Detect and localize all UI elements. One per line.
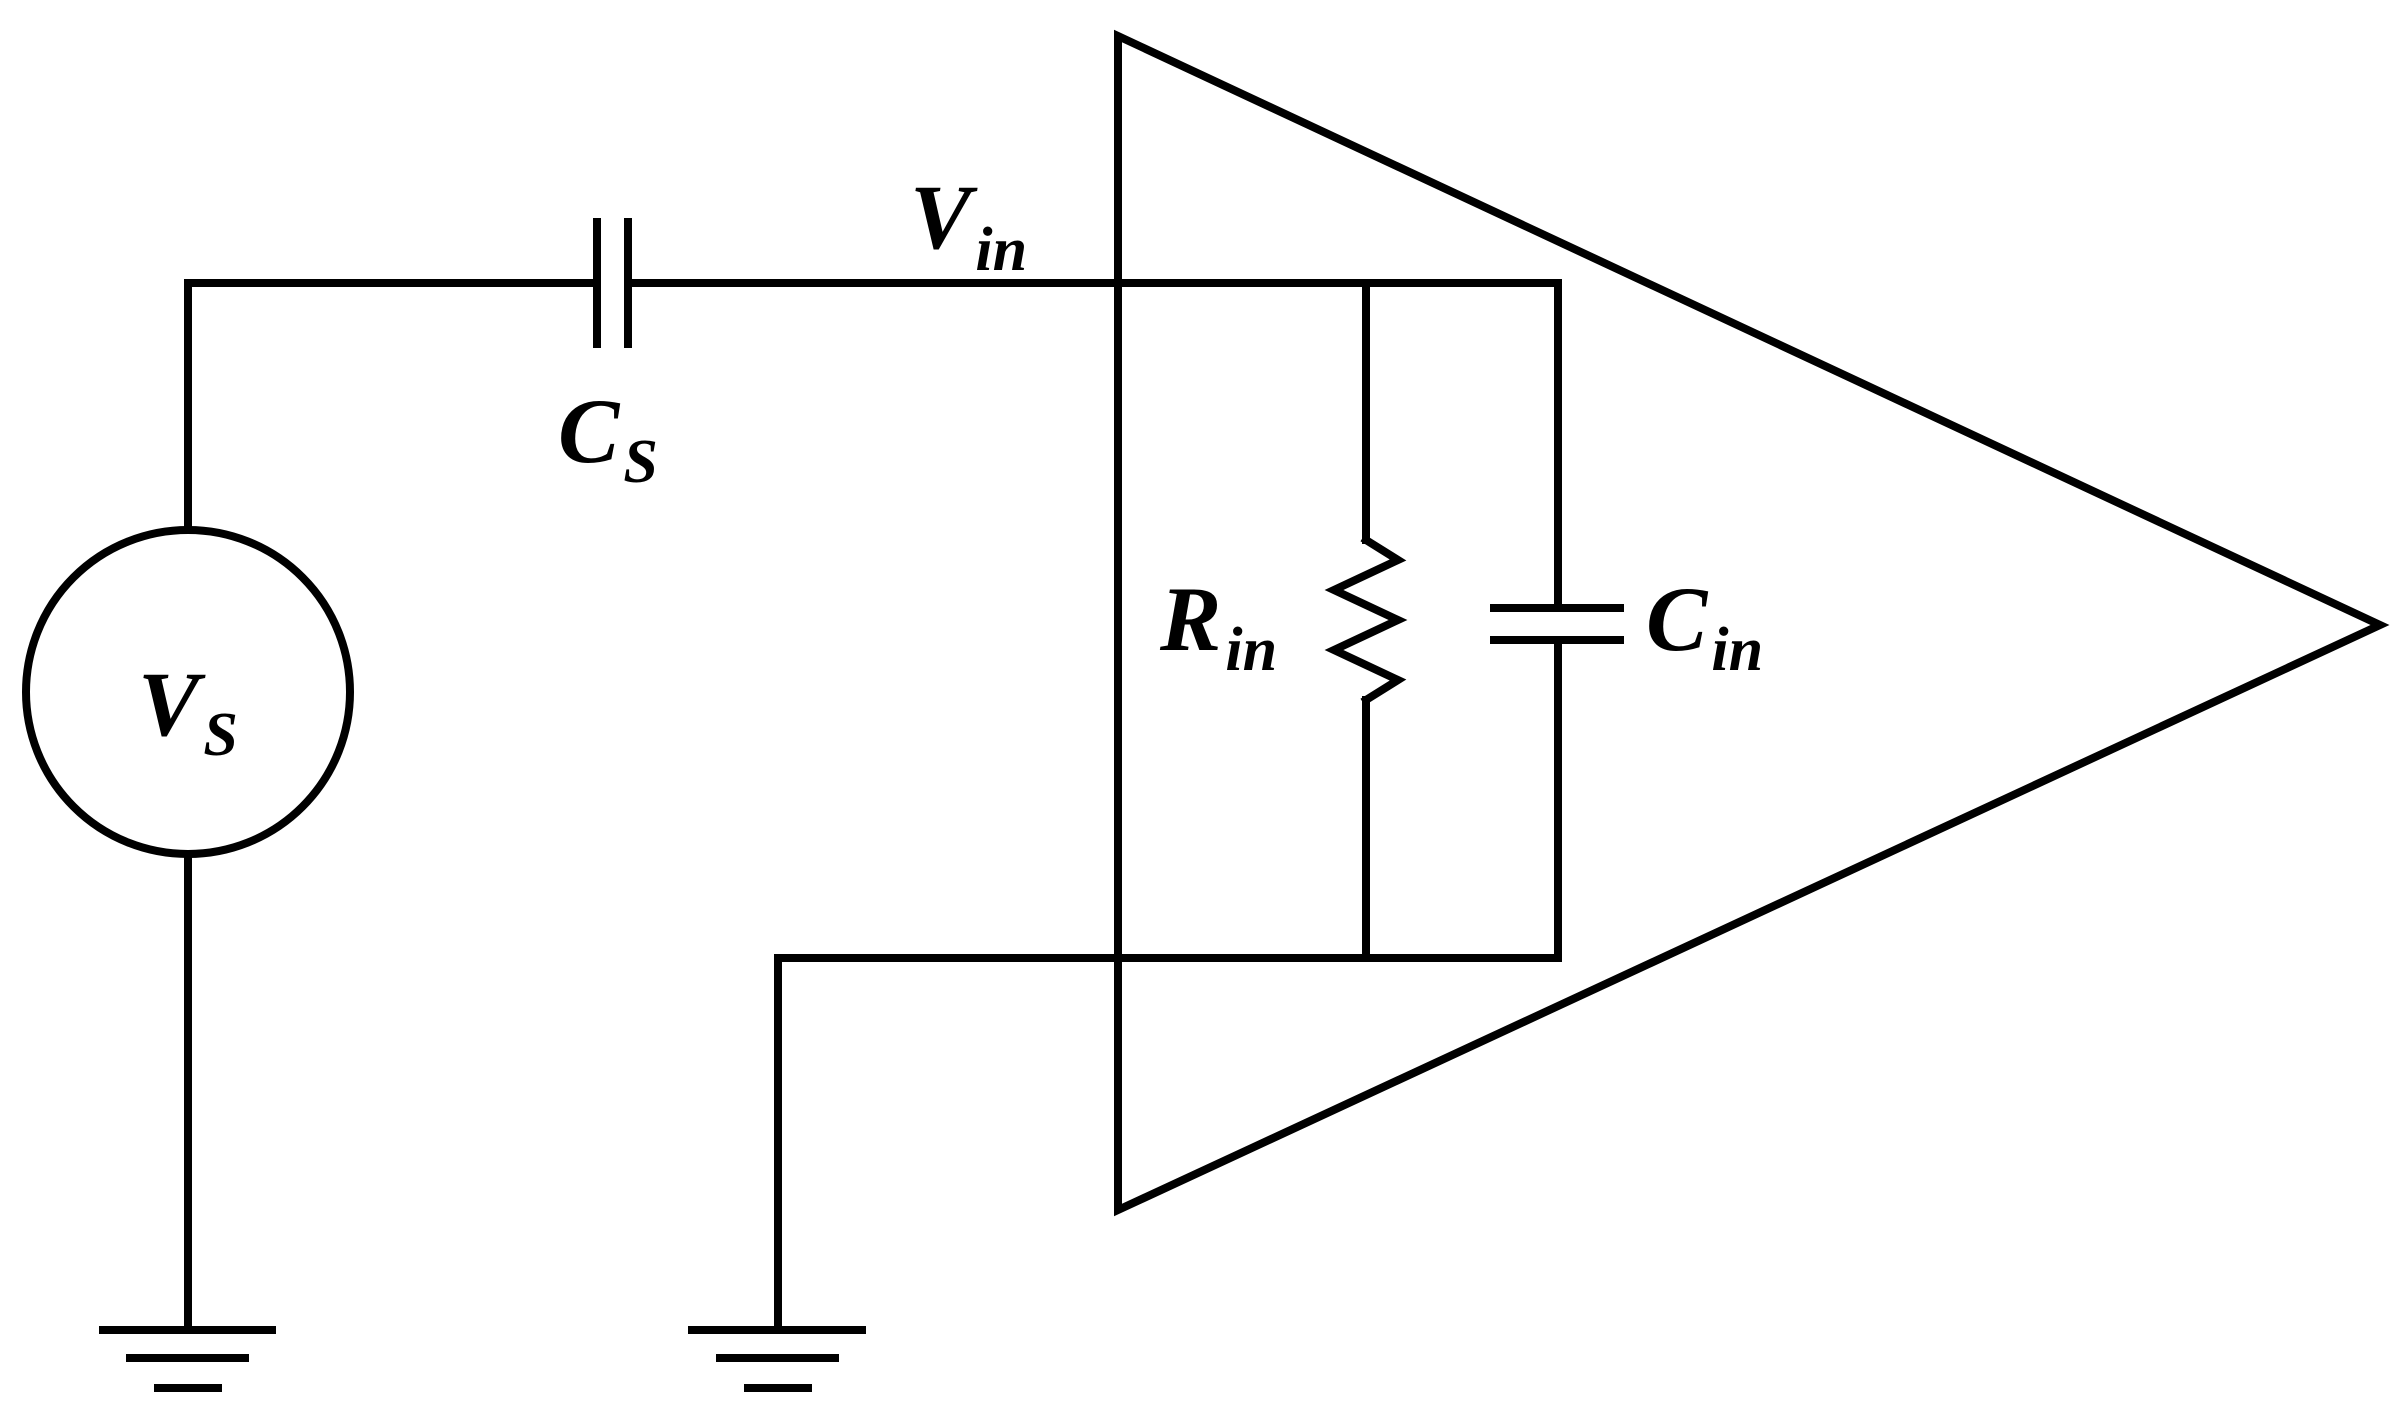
cin-label: Cin xyxy=(1646,568,1763,684)
vs-label-main: V xyxy=(138,653,206,755)
amplifier-triangle xyxy=(1114,29,2390,1217)
rin-label-sub: in xyxy=(1225,616,1277,684)
vin-label: Vin xyxy=(910,166,1027,284)
rin-resistor xyxy=(1324,279,1408,962)
cin-label-main: C xyxy=(1646,568,1709,670)
vs-label: VS xyxy=(138,653,238,769)
rin-label-main: R xyxy=(1159,568,1221,670)
vs-label-sub: S xyxy=(203,701,237,769)
cs-label-main: C xyxy=(558,380,621,482)
ground-icon-middle xyxy=(688,1326,866,1392)
input-bottom-rail xyxy=(774,954,1562,1334)
source-top-wire xyxy=(184,279,601,534)
cs-label: CS xyxy=(558,380,658,496)
rin-label: Rin xyxy=(1159,568,1277,684)
cin-label-sub: in xyxy=(1711,616,1763,684)
cin-capacitor xyxy=(1490,279,1624,962)
vin-label-main: V xyxy=(910,166,978,268)
vin-label-sub: in xyxy=(975,216,1027,284)
cs-label-sub: S xyxy=(623,428,657,496)
ground-icon-left xyxy=(99,1326,276,1392)
